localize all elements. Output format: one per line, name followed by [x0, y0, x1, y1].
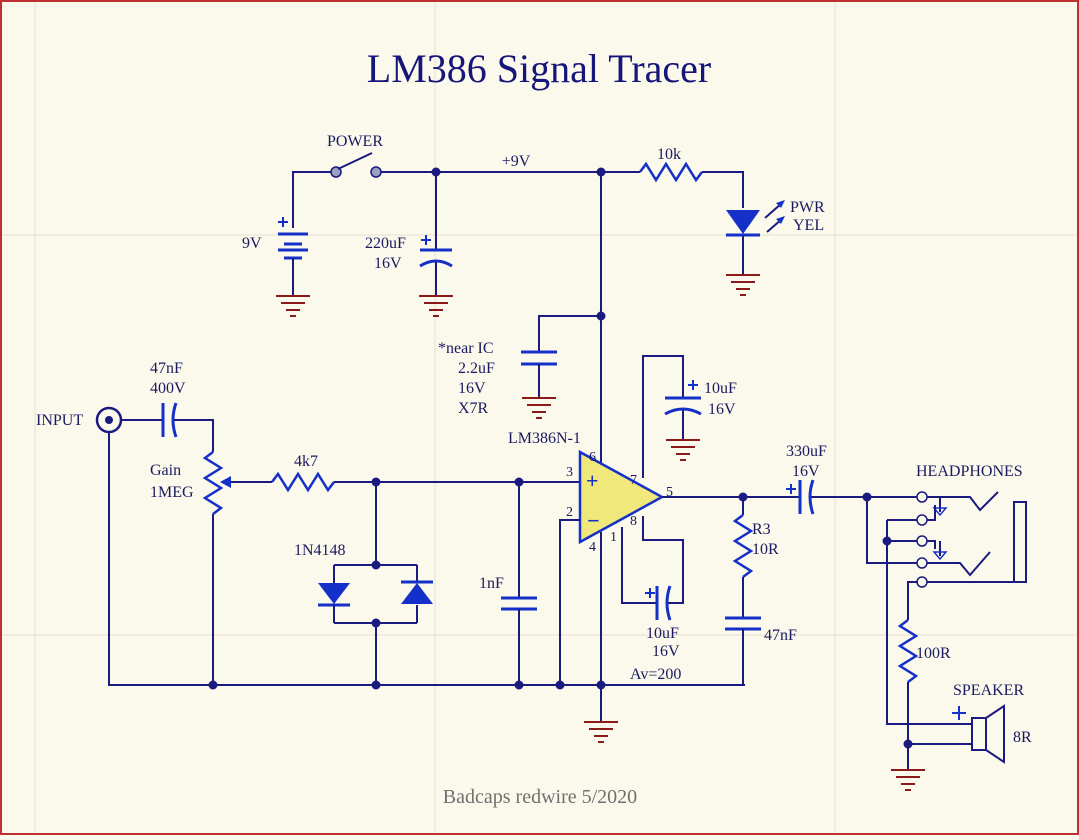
ground-symbol: [276, 296, 310, 316]
resistor-4k7-label: 4k7: [294, 453, 318, 470]
cap-gain-voltage: 16V: [652, 643, 680, 660]
ground-symbol: [419, 296, 453, 316]
led-color: YEL: [793, 217, 824, 234]
ground-symbol: [584, 722, 618, 742]
diode-label: 1N4148: [294, 542, 346, 559]
power-switch-label: POWER: [327, 133, 383, 150]
speaker-label: SPEAKER: [953, 682, 1024, 699]
output-section: R3 10R 47nF 330uF 16V HEADPHONES: [662, 443, 1032, 790]
battery-symbol: [278, 217, 308, 296]
pin-8: 8: [630, 514, 637, 529]
input-cap-value: 47nF: [150, 360, 183, 377]
cap-1nf-label: 1nF: [479, 575, 504, 592]
cap-gain-value: 10uF: [646, 625, 679, 642]
zobel-cap-label: 47nF: [764, 627, 797, 644]
footer-credit: Badcaps redwire 5/2020: [443, 786, 637, 808]
input-section: INPUT 47nF 400V Gain 1MEG 4k7: [36, 360, 745, 690]
cap-220-value: 220uF: [365, 235, 406, 252]
supply-rail: *near IC 2.2uF 16V X7R: [438, 172, 606, 470]
supply-net-label: +9V: [502, 153, 531, 170]
pin-7: 7: [630, 473, 637, 488]
speaker-symbol: [952, 706, 1004, 762]
resistor-100r-label: 100R: [916, 645, 951, 662]
r3-name: R3: [752, 521, 771, 538]
inverting-sign: −: [587, 508, 600, 533]
bypass-value: 2.2uF: [458, 360, 495, 377]
cap-220-voltage: 16V: [374, 255, 402, 272]
bypass-type: X7R: [458, 400, 489, 417]
r3-value: 10R: [752, 541, 779, 558]
bypass-note: *near IC: [438, 340, 494, 357]
out-cap-value: 330uF: [786, 443, 827, 460]
ground-symbol: [522, 398, 556, 418]
pin-3: 3: [566, 465, 573, 480]
pot-value: 1MEG: [150, 484, 194, 501]
power-section: POWER +9V 9V 220uF 16V 10k: [242, 133, 825, 316]
ic-name: LM386N-1: [508, 430, 581, 447]
diode-down: [318, 583, 350, 605]
ground-symbol: [726, 275, 760, 295]
speaker-value: 8R: [1013, 729, 1032, 746]
out-cap-voltage: 16V: [792, 463, 820, 480]
cap-pin7-voltage: 16V: [708, 401, 736, 418]
noninverting-sign: +: [586, 468, 599, 493]
ground-symbol: [891, 770, 925, 790]
pin-2: 2: [566, 505, 573, 520]
gain-note: Av=200: [630, 666, 681, 683]
bypass-voltage: 16V: [458, 380, 486, 397]
cap-pin7-value: 10uF: [704, 380, 737, 397]
pot-name: Gain: [150, 462, 181, 479]
resistor-10k-label: 10k: [657, 146, 681, 163]
input-cap-voltage: 400V: [150, 380, 186, 397]
input-label: INPUT: [36, 412, 83, 429]
diode-up: [401, 582, 433, 604]
led-symbol: [726, 200, 785, 235]
battery-label: 9V: [242, 235, 262, 252]
headphones-label: HEADPHONES: [916, 463, 1023, 480]
ground-symbol: [666, 440, 700, 460]
headphone-jack-symbol: [917, 492, 1026, 587]
schematic-title: LM386 Signal Tracer: [367, 46, 711, 91]
led-name: PWR: [790, 199, 825, 216]
pin-4: 4: [589, 540, 596, 555]
pin-1: 1: [610, 530, 617, 545]
pin-6: 6: [589, 450, 596, 465]
